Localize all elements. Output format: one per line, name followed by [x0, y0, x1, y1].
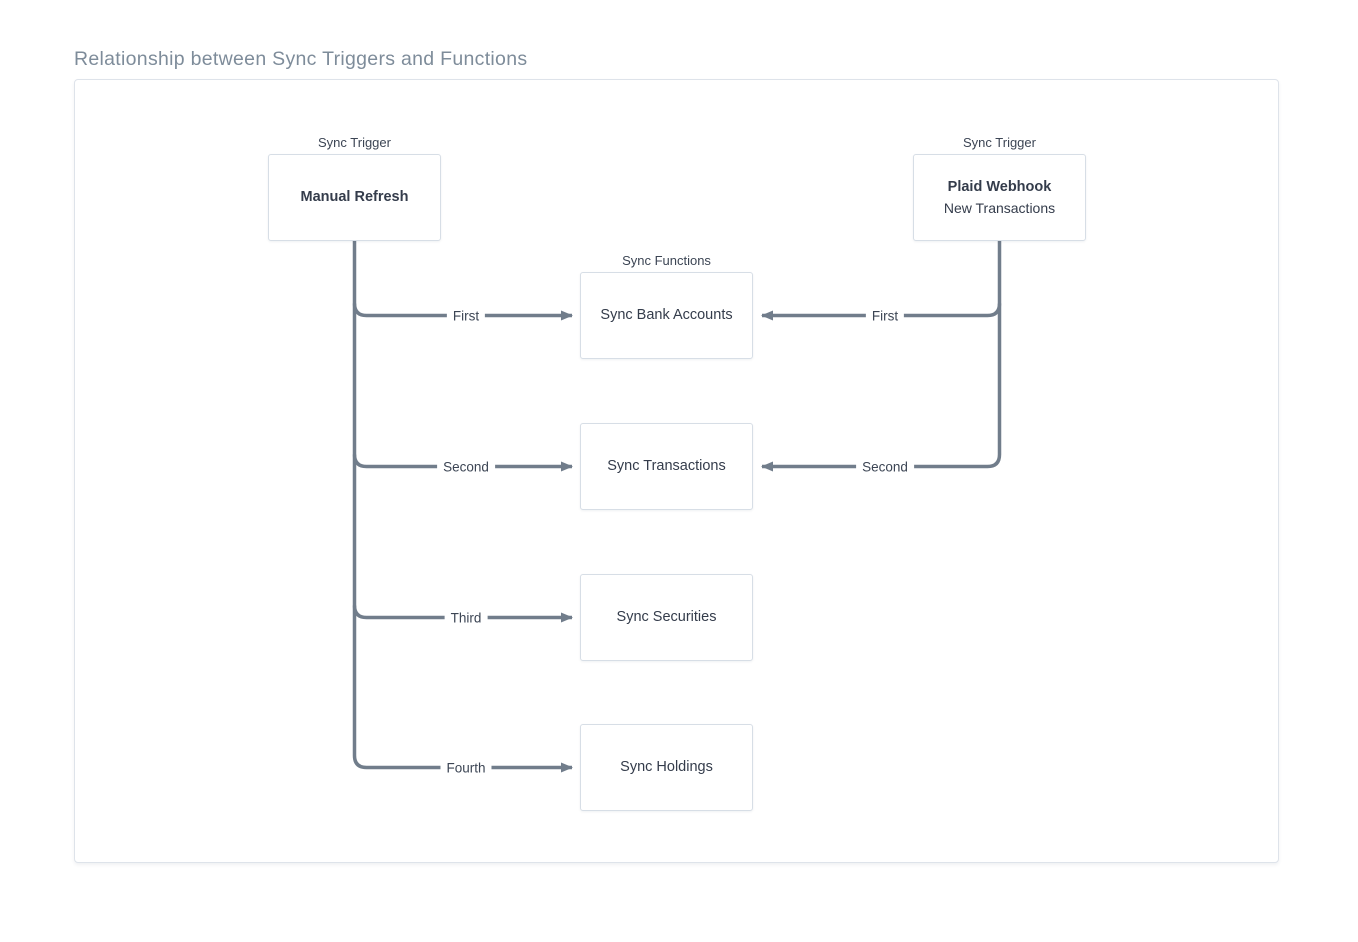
- function-label: Sync Securities: [616, 608, 717, 625]
- function-box-sync-holdings: Sync Holdings: [580, 724, 753, 811]
- function-box-sync-securities: Sync Securities: [580, 574, 753, 661]
- connector-manual-trunk-fourth: [352, 241, 573, 773]
- diagram-canvas: Sync Trigger Sync Trigger Sync Functions…: [74, 79, 1279, 863]
- edge-label-manual-first: First: [446, 308, 486, 323]
- connector-manual-second: [352, 454, 573, 472]
- sync-functions-label: Sync Functions: [622, 253, 711, 268]
- edge-label-webhook-first: First: [865, 308, 905, 323]
- edge-label-webhook-second: Second: [856, 459, 914, 474]
- sync-trigger-label-left: Sync Trigger: [318, 135, 391, 150]
- trigger-title: Plaid Webhook: [947, 178, 1052, 195]
- edge-label-manual-third: Third: [444, 610, 488, 625]
- trigger-title: Manual Refresh: [300, 188, 409, 205]
- function-label: Sync Bank Accounts: [600, 306, 733, 323]
- connector-lines: [352, 241, 1002, 773]
- connector-webhook-trunk-second: [761, 241, 1002, 472]
- connector-manual-first: [352, 303, 573, 321]
- sync-trigger-label-right: Sync Trigger: [963, 135, 1036, 150]
- function-box-sync-bank-accounts: Sync Bank Accounts: [580, 272, 753, 359]
- page-title: Relationship between Sync Triggers and F…: [74, 48, 528, 70]
- connector-webhook-first: [761, 303, 1002, 321]
- edge-label-manual-second: Second: [437, 459, 495, 474]
- edge-label-manual-fourth: Fourth: [440, 760, 492, 775]
- function-label: Sync Transactions: [607, 457, 726, 474]
- trigger-box-plaid-webhook: Plaid Webhook New Transactions: [913, 154, 1086, 241]
- trigger-subtitle: New Transactions: [943, 199, 1056, 216]
- trigger-box-manual-refresh: Manual Refresh: [268, 154, 441, 241]
- function-box-sync-transactions: Sync Transactions: [580, 423, 753, 510]
- connector-manual-third: [352, 605, 573, 623]
- function-label: Sync Holdings: [620, 758, 713, 775]
